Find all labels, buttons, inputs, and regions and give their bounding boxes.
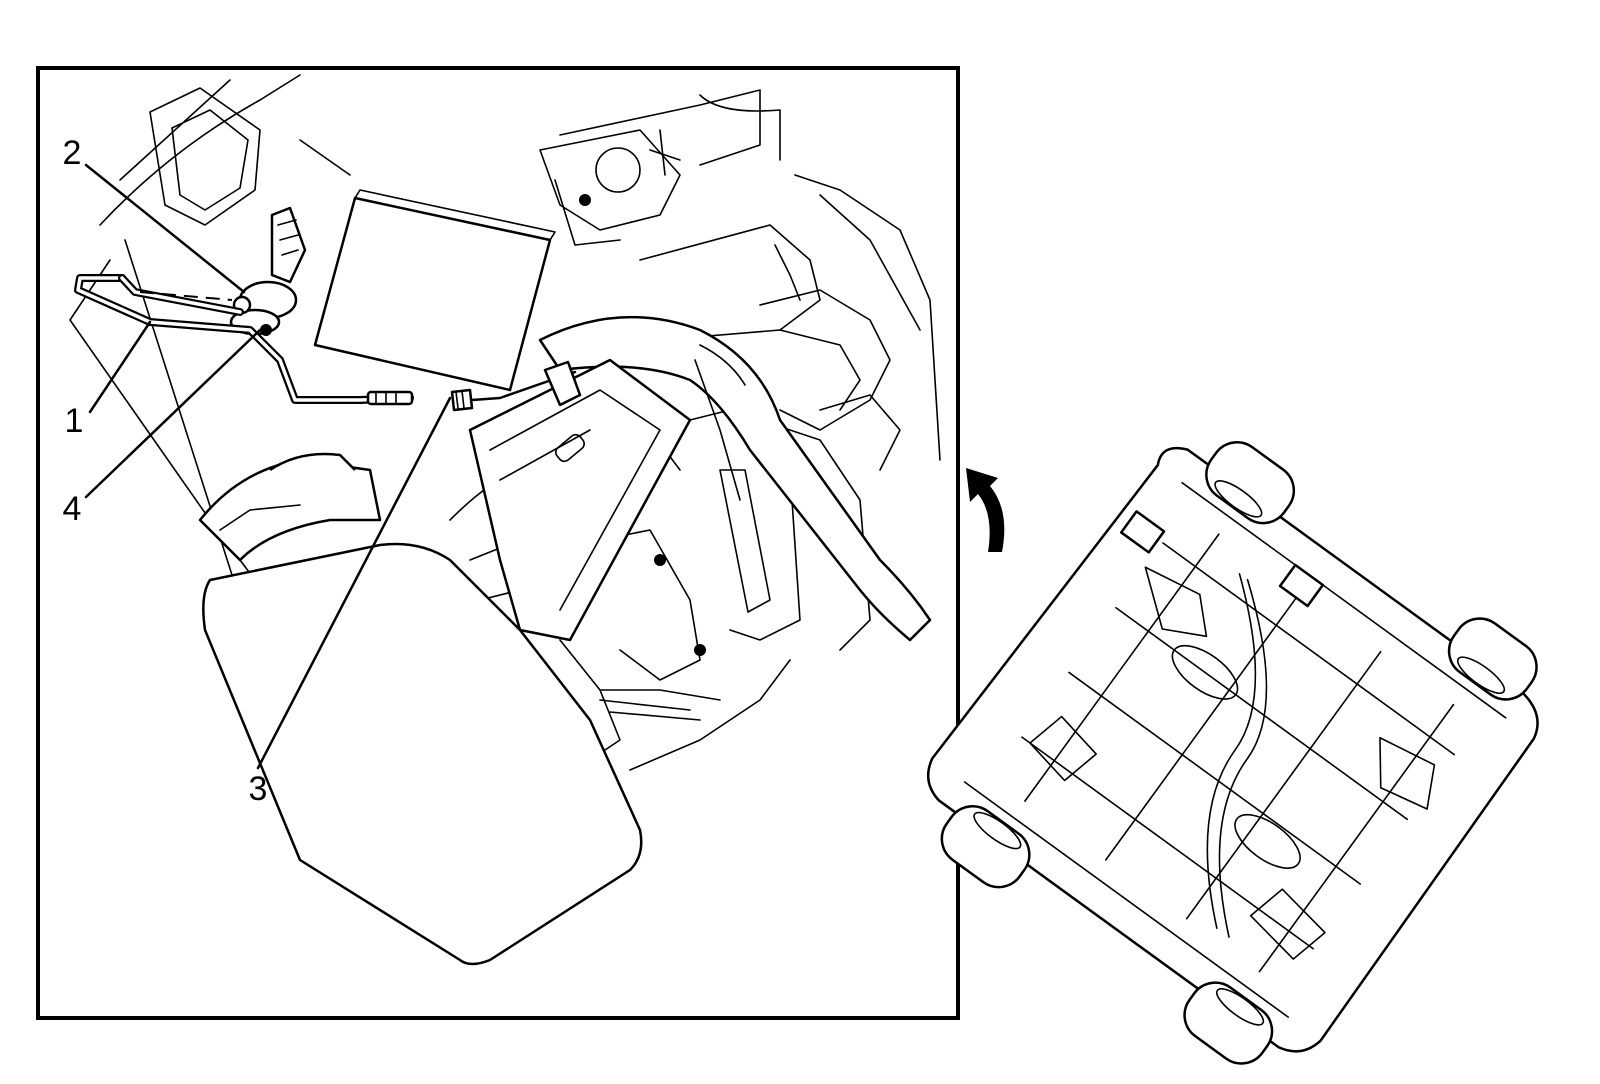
hose-assembly <box>74 274 414 406</box>
vehicle-locator-view <box>926 441 1539 1065</box>
connector <box>450 360 582 412</box>
muffler-inlet <box>198 458 382 562</box>
muffler <box>202 542 643 966</box>
callout-3: 3 <box>249 770 268 808</box>
leader-line-1 <box>88 320 152 414</box>
callout-1: 1 <box>65 402 84 440</box>
locator-box-a <box>1278 563 1325 608</box>
exhaust-pipe <box>538 315 932 642</box>
callouts: 1 2 3 4 <box>63 134 268 808</box>
callout-2: 2 <box>63 134 82 172</box>
leader-lines <box>84 163 452 770</box>
locator-box-b <box>1119 510 1166 554</box>
alignment-line <box>139 291 233 301</box>
rotation-arrow-icon <box>966 468 1005 552</box>
heat-shield <box>313 196 552 392</box>
callout-4: 4 <box>63 490 82 528</box>
leader-line-2 <box>84 163 246 294</box>
frame-rail <box>468 358 692 642</box>
detail-view: 1 2 3 4 <box>36 66 960 1020</box>
leader-line-4 <box>84 328 262 499</box>
vehicle-body <box>926 446 1539 1053</box>
leader-line-3 <box>256 396 452 770</box>
